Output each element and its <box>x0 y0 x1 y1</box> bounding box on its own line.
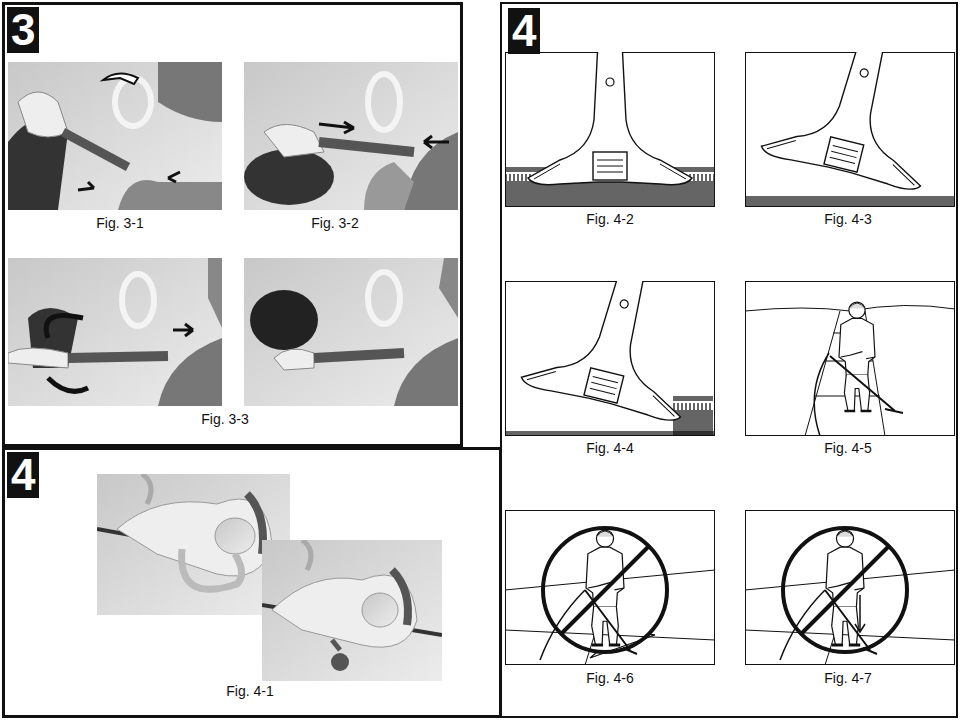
figure-caption: Fig. 4-7 <box>822 670 873 686</box>
figure-caption: Fig. 4-4 <box>584 440 635 456</box>
figure-caption: Fig. 3-2 <box>309 215 360 231</box>
figure-caption: Fig. 4-1 <box>224 683 275 699</box>
section-panel: 4 <box>2 447 502 718</box>
figure-caption: Fig. 4-3 <box>822 211 873 227</box>
figure-caption: Fig. 3-1 <box>94 215 145 231</box>
figure-caption: Fig. 3-3 <box>199 411 250 427</box>
figure-caption: Fig. 4-6 <box>584 670 635 686</box>
section-number: 3 <box>7 7 39 53</box>
figure-caption: Fig. 4-2 <box>584 211 635 227</box>
section-number: 4 <box>7 452 39 498</box>
section-panel: 3 <box>2 2 463 447</box>
section-number: 4 <box>508 8 540 54</box>
section-panel: 4 <box>500 2 958 718</box>
figure-caption: Fig. 4-5 <box>822 440 873 456</box>
